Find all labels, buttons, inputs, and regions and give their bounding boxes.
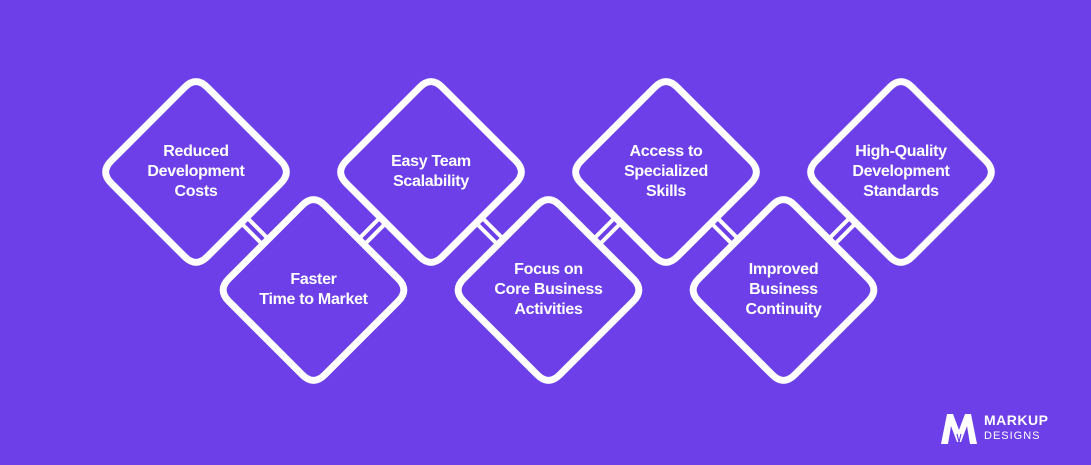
node-label-line: Standards (863, 183, 939, 200)
brand-logo: MARKUP DESIGNS (938, 410, 1078, 450)
diamond-node-7 (807, 78, 995, 266)
node-label-line: Specialized (624, 163, 708, 180)
node-label-line: Reduced (163, 143, 229, 160)
node-label-line: Development (852, 163, 950, 180)
brand-name: MARKUP (984, 412, 1049, 428)
node-label-line: Business (749, 281, 818, 298)
node-label-line: Skills (645, 183, 686, 200)
node-label-line: Easy Team (391, 153, 471, 170)
node-label-line: Continuity (745, 301, 822, 318)
diamond-node-3 (337, 78, 525, 266)
node-label-line: Core Business (494, 281, 603, 298)
node-label-line: Access to (629, 143, 703, 160)
diamond-node-5 (572, 78, 760, 266)
diamond-node-1 (102, 78, 290, 266)
node-label-line: Costs (174, 183, 218, 200)
node-label-line: High-Quality (855, 143, 947, 160)
node-label-line: Focus on (514, 261, 583, 278)
markup-m-logo-icon (941, 414, 977, 444)
node-label-line: Scalability (393, 173, 469, 190)
node-label-line: Improved (748, 261, 819, 278)
diamond-node-2 (219, 196, 408, 384)
diamond-node-6 (689, 196, 878, 384)
node-label-line: Development (147, 163, 245, 180)
brand-subtitle: DESIGNS (984, 430, 1041, 442)
diamond-node-4 (454, 196, 643, 384)
node-label-line: Faster (290, 271, 337, 288)
node-label-line: Activities (514, 301, 583, 318)
node-label-line: Time to Market (259, 291, 368, 308)
